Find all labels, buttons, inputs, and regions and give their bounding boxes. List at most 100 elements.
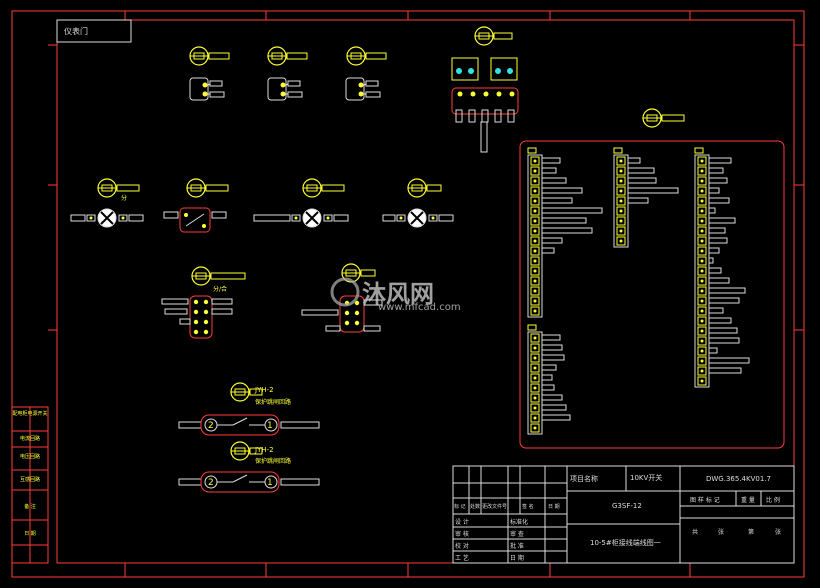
terminal-wire: [541, 237, 563, 244]
mid-label-4: 日 期: [510, 555, 524, 562]
rev-header-3: 更改文件号: [482, 504, 508, 510]
terminal-screw: [700, 359, 704, 363]
terminal-wire: [708, 167, 724, 174]
terminal-wire: [627, 197, 649, 204]
strip-header: [527, 324, 537, 331]
mid-label-2: 审 查: [510, 531, 524, 538]
terminal-screw: [533, 416, 537, 420]
connector-wire: [363, 83, 367, 86]
lamp-dot: [326, 216, 330, 220]
terminal-wire: [541, 187, 583, 194]
selector-lead: [211, 308, 233, 315]
terminal-screw: [700, 329, 704, 333]
meter-tag: [116, 184, 140, 192]
jyh-sub-2: 保护跳闸回路: [255, 458, 292, 465]
switch-lead: [211, 211, 227, 219]
relay-contact: [468, 68, 474, 74]
meter-tag: [321, 184, 345, 192]
terminal-screw: [700, 299, 704, 303]
lamp-note: 分: [121, 195, 128, 202]
terminal-strip: [527, 324, 571, 435]
switch-dot: [202, 224, 206, 228]
sheet-label-2: 张: [718, 529, 725, 536]
lamp-terminal: [118, 214, 128, 222]
terminal-wire: [708, 237, 728, 244]
row-label-4: 工 艺: [455, 555, 469, 562]
terminal-wire: [541, 404, 567, 411]
terminal-screw: [533, 219, 537, 223]
indicator-lamp: [70, 208, 144, 228]
meter-tag: [249, 388, 263, 396]
terminal: [697, 186, 707, 196]
terminal-wire: [708, 307, 724, 314]
selector-pin: [354, 320, 360, 326]
terminal-strip: [613, 147, 679, 248]
terminal-screw: [533, 336, 537, 340]
terminal: [697, 176, 707, 186]
terminal: [530, 206, 540, 216]
terminal-wire: [541, 217, 587, 224]
connector-body: [189, 77, 209, 101]
meter-symbol: [407, 178, 442, 198]
terminal-screw: [533, 396, 537, 400]
terminal-screw: [700, 169, 704, 173]
terminal: [697, 336, 707, 346]
terminal-screw: [619, 199, 623, 203]
terminal: [697, 316, 707, 326]
frame-title: 仪表门: [64, 27, 88, 36]
terminal-wire: [708, 367, 742, 374]
terminal-screw: [700, 289, 704, 293]
terminal: [616, 236, 626, 246]
connector-pin: [280, 91, 286, 97]
sidebar-cell-4: 互感回路: [19, 477, 40, 483]
terminal: [697, 306, 707, 316]
terminal-wire: [708, 227, 726, 234]
border-ticks: [48, 11, 804, 577]
terminal-wire: [541, 227, 593, 234]
terminal-screw: [700, 209, 704, 213]
connector-block: [345, 77, 381, 101]
terminal-wire: [541, 384, 555, 391]
project-label: 项目名称: [570, 475, 598, 483]
terminal-panel: [519, 140, 785, 449]
relay-pin: [483, 91, 489, 97]
terminal-wire: [541, 197, 573, 204]
selector-pin: [354, 300, 360, 306]
lamp-terminal: [291, 214, 301, 222]
node-b-1: 1: [267, 421, 273, 431]
meter-symbol: [230, 441, 263, 461]
terminal-wire: [708, 327, 738, 334]
relay-lead: [455, 109, 463, 123]
terminal-screw: [533, 209, 537, 213]
terminal-screw: [700, 229, 704, 233]
terminal-screw: [700, 279, 704, 283]
meter-symbol: [191, 266, 246, 286]
node-a-2: 2: [208, 478, 214, 488]
terminal-wire: [541, 334, 561, 341]
relay-pair: [451, 57, 519, 153]
relay-housing: [451, 57, 479, 81]
terminal: [697, 236, 707, 246]
sidebar-cell-6: 日 期: [24, 531, 36, 537]
lamp-cross: [410, 211, 424, 225]
strip-body: [527, 154, 543, 318]
meter-tag: [249, 447, 263, 455]
terminal: [530, 393, 540, 403]
terminal-wire: [627, 177, 657, 184]
selector-pin: [344, 310, 350, 316]
watermark-url: www.mfcad.com: [378, 302, 461, 313]
relay-pin: [496, 91, 502, 97]
terminal: [530, 276, 540, 286]
connector-block: [189, 77, 225, 101]
terminal-screw: [700, 259, 704, 263]
rev-header-1: 标 记: [454, 504, 466, 510]
lamp-dot: [431, 216, 435, 220]
wire-right: [280, 421, 320, 429]
terminal-screw: [533, 386, 537, 390]
terminal-screw: [533, 199, 537, 203]
terminal-screw: [533, 239, 537, 243]
terminal-wire: [708, 197, 730, 204]
terminal-screw: [533, 259, 537, 263]
terminal-wire: [627, 157, 641, 164]
terminal-wire: [708, 267, 722, 274]
